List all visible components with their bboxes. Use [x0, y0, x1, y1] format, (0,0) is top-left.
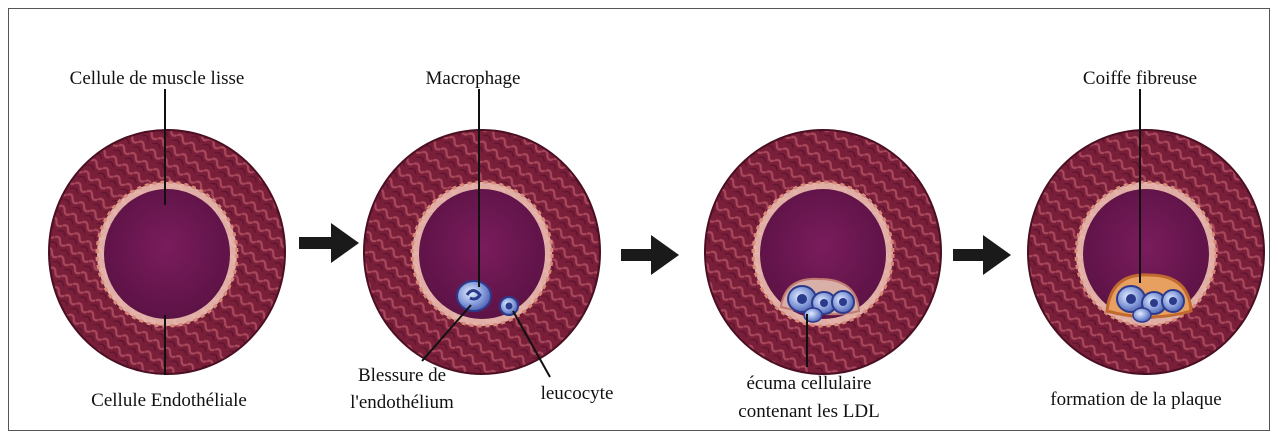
label-leucocyte: leucocyte: [541, 383, 614, 404]
macrophage-cell: [457, 281, 491, 311]
lumen: [104, 189, 230, 319]
label-muscle: Cellule de muscle lisse: [70, 68, 245, 89]
arrow-1: [299, 223, 359, 263]
label-plaque: formation de la plaque: [1050, 389, 1221, 410]
label-foam-1: écuma cellulaire: [746, 373, 871, 394]
artery-normal: [49, 130, 285, 374]
artery-injury: [364, 130, 600, 374]
arrow-2: [621, 235, 679, 275]
label-macrophage: Macrophage: [426, 68, 521, 89]
artery-plaque: [1028, 130, 1264, 374]
atherosclerosis-diagram: Cellule de muscle lisse Cellule Endothél…: [9, 9, 1271, 432]
leucocyte-cell: [500, 297, 518, 315]
diagram-frame: Cellule de muscle lisse Cellule Endothél…: [8, 8, 1270, 431]
artery-foam: [705, 130, 941, 374]
label-injury-2: l'endothélium: [350, 392, 454, 413]
label-foam-2: contenant les LDL: [738, 401, 879, 422]
label-injury-1: Blessure de: [358, 365, 446, 386]
arrow-3: [953, 235, 1011, 275]
label-cap: Coiffe fibreuse: [1083, 68, 1197, 89]
label-endothelial: Cellule Endothéliale: [91, 390, 247, 411]
fibrous-plaque: [1107, 275, 1191, 322]
